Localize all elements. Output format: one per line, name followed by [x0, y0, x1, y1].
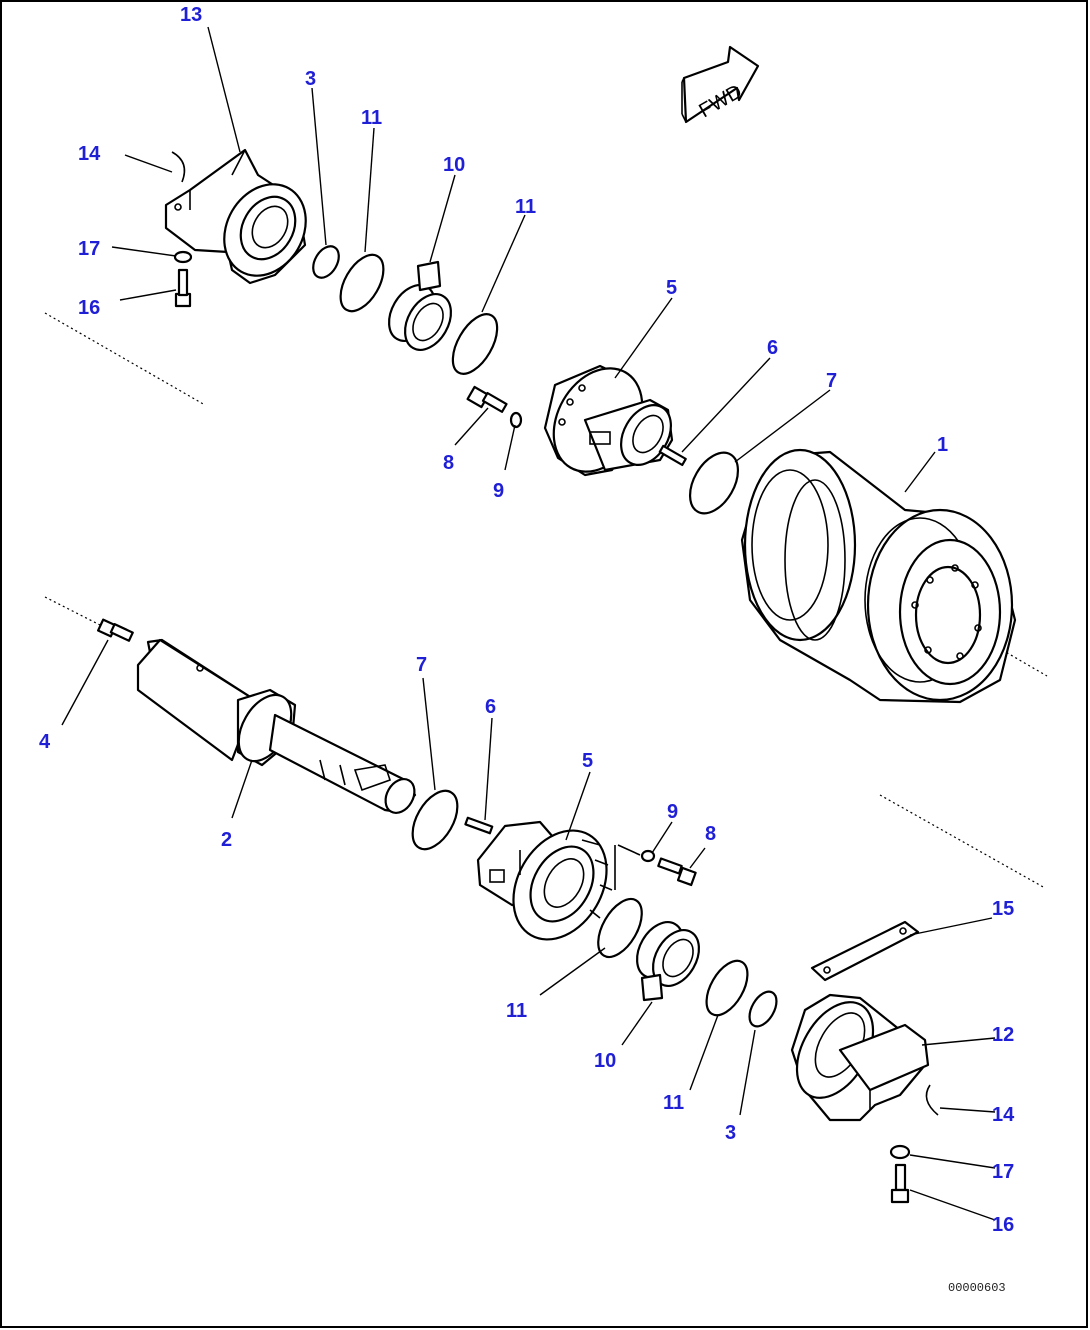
- collar-bolt-guide-line: [614, 844, 641, 890]
- callout-7-top: 7: [826, 370, 837, 392]
- part-11-oring-bottom-b: [705, 959, 749, 1017]
- callout-6-top: 6: [767, 337, 778, 359]
- part-2-shaft: [136, 638, 417, 814]
- callout-11-top-a: 11: [361, 107, 382, 129]
- leader-lines: [61, 26, 996, 1221]
- part-1-track-roller: [740, 448, 1017, 704]
- callout-9-top: 9: [493, 480, 504, 502]
- part-3-oring-top: [312, 245, 340, 279]
- callout-8-top: 8: [443, 452, 454, 474]
- part-6-pin-top: [658, 444, 687, 467]
- callout-10-bottom: 10: [594, 1050, 616, 1072]
- part-13-collar: [164, 148, 307, 285]
- part-3-oring-bottom: [748, 990, 778, 1028]
- part-5-collar-top: [543, 364, 674, 477]
- callout-11-bottom-a: 11: [506, 1000, 527, 1022]
- part-16-bolt-top: [174, 268, 192, 308]
- part-8-bolt-top: [466, 385, 508, 413]
- callout-13-top: 13: [180, 4, 202, 26]
- callout-11-top-b: 11: [515, 196, 536, 218]
- callout-5-top: 5: [666, 277, 677, 299]
- callout-3-bottom: 3: [725, 1122, 736, 1144]
- callout-14-top: 14: [78, 143, 101, 165]
- callout-4: 4: [39, 731, 51, 753]
- callout-16-bottom: 16: [992, 1214, 1014, 1236]
- part-5-collar-bottom: [476, 820, 613, 941]
- callout-16-top: 16: [78, 297, 100, 319]
- part-17-washer-top: [173, 250, 193, 264]
- part-9-washer-top: [509, 411, 523, 429]
- part-6-pin-bottom: [464, 816, 494, 835]
- part-7-oring-bottom: [411, 789, 459, 851]
- callout-5-bottom: 5: [582, 750, 593, 772]
- part-4-plug: [97, 618, 134, 642]
- part-17-washer-bottom: [889, 1144, 911, 1160]
- callout-10-top: 10: [443, 154, 465, 176]
- part-15-lock-plate: [810, 920, 920, 982]
- part-10-floating-seal-bottom: [635, 921, 701, 1002]
- part-9-washer-bottom: [640, 849, 656, 863]
- part-11-oring-top-a: [339, 253, 385, 313]
- callout-3-top: 3: [305, 68, 316, 90]
- callout-7-bottom: 7: [416, 654, 427, 676]
- callout-17-top: 17: [78, 238, 100, 260]
- callout-6-bottom: 6: [485, 696, 496, 718]
- part-16-bolt-bottom: [890, 1163, 910, 1204]
- callout-15: 15: [992, 898, 1014, 920]
- fwd-arrow-icon: FWD: [681, 45, 760, 124]
- part-11-oring-top-b: [451, 313, 499, 375]
- callout-11-bottom-b: 11: [663, 1092, 684, 1114]
- part-12-collar: [790, 993, 939, 1122]
- callout-17-bottom: 17: [992, 1161, 1014, 1183]
- part-8-bolt-bottom: [657, 857, 697, 887]
- part-10-floating-seal-top: [387, 260, 453, 351]
- part-7-oring-top: [688, 451, 740, 515]
- part-11-oring-bottom-a: [597, 897, 643, 959]
- callout-2: 2: [221, 829, 232, 851]
- callout-labels: 13 14 17 16 3 11 10 11 5 6 7 8 9 1 4 2 7…: [39, 4, 1015, 1236]
- callout-12: 12: [992, 1024, 1014, 1046]
- callout-14-bottom: 14: [992, 1104, 1015, 1126]
- drawing-code: 00000603: [948, 1281, 1006, 1295]
- callout-8-bottom: 8: [705, 823, 716, 845]
- callout-1: 1: [937, 434, 948, 456]
- callout-9-bottom: 9: [667, 801, 678, 823]
